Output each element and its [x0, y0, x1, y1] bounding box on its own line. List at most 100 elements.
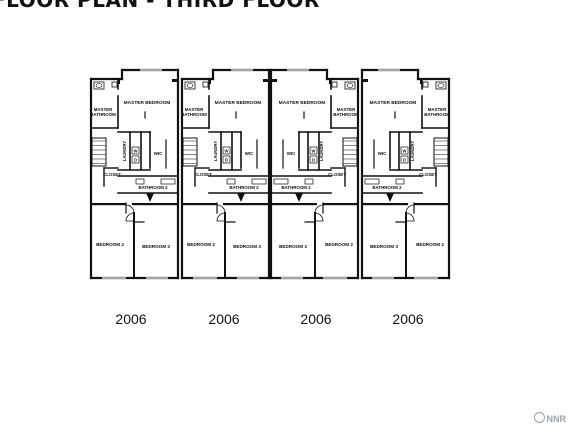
appliance-label-washer: W — [312, 149, 316, 154]
dryer — [131, 155, 140, 164]
wall-stub — [420, 79, 422, 84]
room-label-wic: WIC — [287, 151, 296, 156]
appliance-label-dryer: D — [403, 158, 406, 163]
room-label-wic: WIC — [245, 151, 254, 156]
washer — [131, 146, 140, 155]
room-label-master-bedroom: MASTER BEDROOM — [279, 100, 326, 106]
toilet — [202, 81, 209, 88]
unit-label-4: 2006 — [392, 311, 424, 327]
toilet — [422, 81, 429, 88]
bathtub — [364, 178, 380, 185]
wall-stub — [172, 79, 178, 82]
bathtub — [160, 178, 176, 185]
room-label-master-bathroom: BATHROOM — [333, 112, 359, 117]
shower — [433, 137, 449, 167]
appliance-label-washer: W — [134, 149, 138, 154]
logo-icon — [533, 412, 545, 423]
room-label-master-bedroom: MASTER BEDROOM — [124, 100, 171, 106]
page-title: FLOOR PLAN - THIRD FLOOR — [0, 0, 320, 12]
door-swing — [314, 212, 324, 222]
door-swing — [216, 204, 226, 214]
room-label-master-bathroom: MASTER — [94, 107, 113, 112]
room-label-bedroom-3: BEDROOM 3 — [370, 244, 398, 249]
unit-label-1: 2006 — [115, 311, 147, 327]
wall-stub — [271, 79, 277, 82]
interior-wall — [362, 203, 408, 206]
sink-basin — [95, 83, 103, 88]
door-swing — [405, 204, 415, 214]
room-label-bathroom-2: BATHROOM 2 — [372, 185, 402, 190]
bathtub — [273, 178, 289, 185]
room-label-bedroom-2: BEDROOM 2 — [416, 242, 444, 247]
sink-basin — [186, 83, 194, 88]
washer — [400, 146, 409, 155]
dryer — [400, 155, 409, 164]
wall-stub — [263, 79, 269, 82]
sink-basin — [437, 83, 445, 88]
room-label-bedroom-2: BEDROOM 2 — [187, 242, 215, 247]
wall-stub — [118, 79, 120, 84]
appliance-label-dryer: D — [134, 158, 137, 163]
room-label-master-bedroom: MASTER BEDROOM — [215, 100, 262, 106]
wall-stub — [362, 79, 368, 82]
toilet — [111, 81, 118, 88]
room-label-master-bathroom: BATHROOM — [90, 112, 116, 117]
room-label-bedroom-2: BEDROOM 2 — [96, 242, 124, 247]
room-label-bedroom-3: BEDROOM 3 — [233, 244, 261, 249]
washer — [309, 146, 318, 155]
interior-wall — [90, 203, 126, 206]
toilet — [331, 81, 338, 88]
room-label-master-bathroom: MASTER — [185, 107, 204, 112]
interior-wall — [223, 203, 269, 206]
room-label-laundry: LAUNDRY — [410, 141, 415, 162]
interior-wall — [414, 203, 450, 206]
vanity-sink — [395, 178, 405, 185]
room-label-master-bathroom: BATHROOM — [181, 112, 207, 117]
room-label-laundry: LAUNDRY — [319, 141, 324, 162]
bathtub — [251, 178, 267, 185]
vanity-sink — [435, 81, 447, 90]
door-swing — [314, 204, 324, 214]
wall-stub — [329, 79, 331, 84]
interior-wall — [323, 203, 359, 206]
washer — [222, 146, 231, 155]
unit-label-3: 2006 — [300, 311, 332, 327]
room-label-wic: WIC — [378, 151, 387, 156]
door-swing — [125, 204, 135, 214]
vanity-sink — [184, 81, 196, 90]
room-label-bedroom-3: BEDROOM 3 — [279, 244, 307, 249]
room-label-closet: CLOSET — [103, 172, 121, 177]
interior-wall — [181, 203, 217, 206]
room-label-master-bathroom: MASTER — [337, 107, 356, 112]
room-label-laundry: LAUNDRY — [213, 141, 218, 162]
appliance-label-dryer: D — [312, 158, 315, 163]
room-label-master-bathroom: MASTER — [428, 107, 447, 112]
shower — [91, 137, 107, 167]
appliance-label-dryer: D — [225, 158, 228, 163]
shower — [342, 137, 358, 167]
vanity-sink — [93, 81, 105, 90]
vanity-sink — [135, 178, 145, 185]
room-label-master-bathroom: BATHROOM — [424, 112, 450, 117]
unit-label-2: 2006 — [208, 311, 240, 327]
appliance-label-washer: W — [403, 149, 407, 154]
door-swing — [216, 212, 226, 222]
dryer — [222, 155, 231, 164]
room-label-closet: CLOSET — [328, 172, 346, 177]
room-label-master-bedroom: MASTER BEDROOM — [370, 100, 417, 106]
door-swing — [405, 212, 415, 222]
room-label-bedroom-3: BEDROOM 3 — [142, 244, 170, 249]
room-label-bathroom-2: BATHROOM 2 — [229, 185, 259, 190]
interior-wall — [132, 203, 178, 206]
vanity-sink — [344, 81, 356, 90]
vanity-sink — [304, 178, 314, 185]
room-label-wic: WIC — [154, 151, 163, 156]
interior-wall — [271, 203, 317, 206]
wall-stub — [209, 79, 211, 84]
door-wedge — [146, 193, 154, 202]
